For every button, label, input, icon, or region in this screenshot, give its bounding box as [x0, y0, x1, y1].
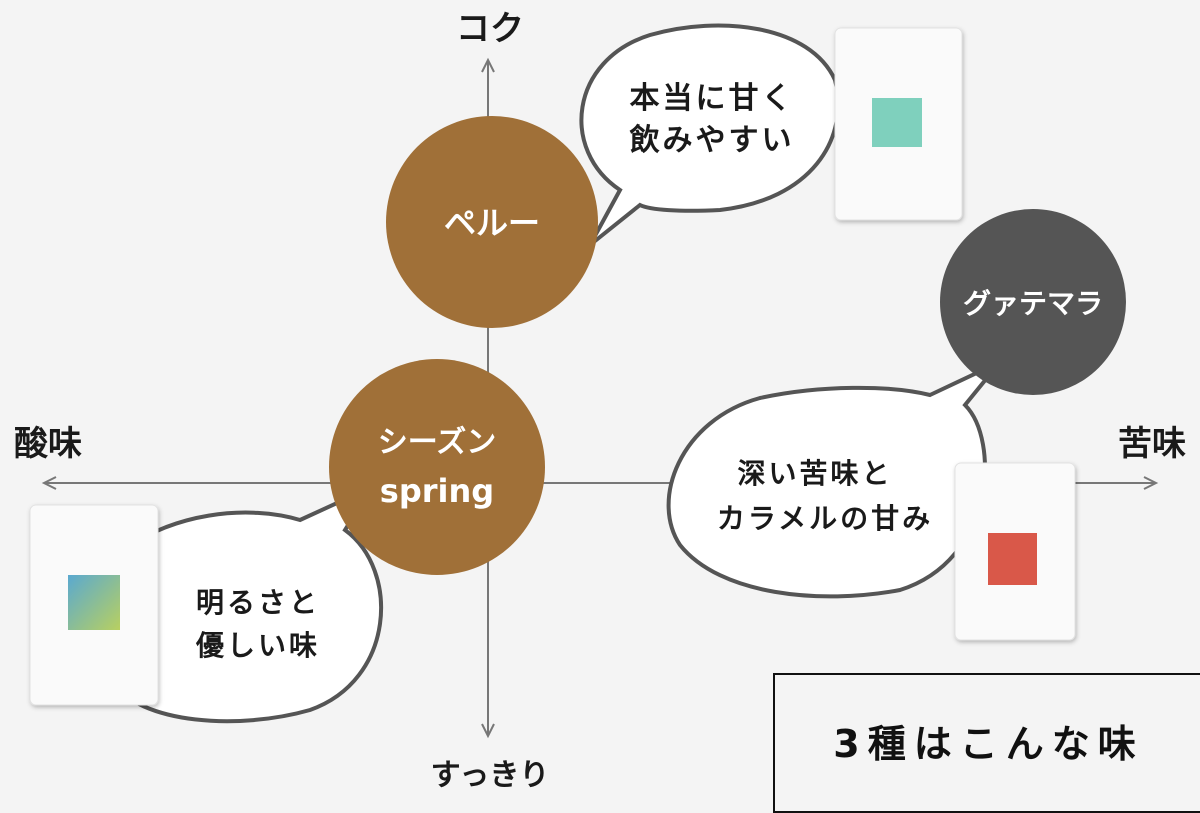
circle-guatemala — [940, 209, 1126, 395]
axis-label-bottom: すっきり — [431, 758, 550, 793]
axis-label-right: 苦味 — [1118, 424, 1186, 464]
coffee-bag-spring — [29, 504, 159, 706]
name-spring-2: spring — [380, 472, 494, 510]
comment-peru-2: 飲みやすい — [630, 123, 795, 158]
comment-peru-1: 本当に甘く — [630, 81, 795, 116]
coffee-bag-guatemala — [954, 462, 1076, 641]
comment-spring-2: 優しい味 — [195, 629, 320, 662]
speech-bubble-spring — [108, 482, 384, 724]
name-guatemala: グァテマラ — [963, 287, 1103, 320]
axis-label-top: コク — [456, 9, 524, 49]
comment-guatemala-1: 深い苦味と — [737, 457, 892, 490]
summary-box: 3種はこんな味 — [773, 673, 1200, 813]
name-peru: ペルー — [444, 204, 540, 242]
summary-title: 3種はこんな味 — [833, 722, 1144, 766]
comment-guatemala-2: カラメルの甘み — [717, 502, 933, 535]
speech-bubble-peru — [579, 23, 841, 247]
axis-label-left: 酸味 — [14, 424, 82, 464]
circle-peru — [386, 116, 598, 328]
coffee-bag-peru — [834, 27, 963, 221]
comment-spring-1: 明るさと — [196, 586, 320, 619]
circle-spring — [329, 359, 545, 575]
name-spring-1: シーズン — [378, 425, 497, 460]
